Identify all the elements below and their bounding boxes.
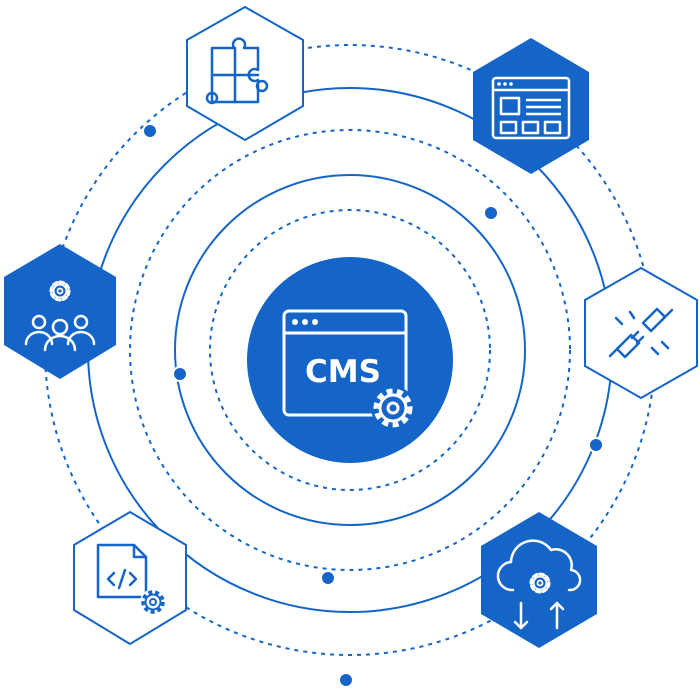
- inner-ring: [209, 209, 491, 491]
- node-templates[interactable]: [473, 38, 589, 174]
- code-file-settings-icon: [96, 543, 148, 599]
- gear-icon: [140, 589, 166, 615]
- plug-connector-icon: [608, 307, 674, 359]
- cms-hub: CMS: [247, 257, 453, 463]
- orbit-dot: [338, 672, 354, 688]
- orbit-dots: [142, 123, 604, 688]
- ring-3: [129, 129, 571, 571]
- cms-label: CMS: [305, 354, 381, 390]
- cloud-sync-icon: [496, 539, 582, 630]
- puzzle-icon: [205, 37, 269, 105]
- orbit-dot: [588, 437, 604, 453]
- web-layout-icon: [491, 76, 571, 140]
- node-code[interactable]: [73, 510, 187, 646]
- orbit-dot: [142, 123, 158, 139]
- window-dots: [292, 319, 318, 325]
- node-cloud[interactable]: [481, 512, 597, 648]
- node-plugins[interactable]: [186, 5, 304, 142]
- ring-4: [174, 174, 526, 526]
- team-settings-icon: [24, 280, 96, 352]
- orbit-dot: [172, 366, 188, 382]
- node-integrations[interactable]: [584, 266, 698, 400]
- node-users[interactable]: [4, 244, 116, 379]
- orbit-dot: [320, 570, 336, 586]
- cms-gear-icon: [371, 386, 415, 430]
- cms-window-icon: [282, 309, 408, 417]
- orbit-dot: [483, 205, 499, 221]
